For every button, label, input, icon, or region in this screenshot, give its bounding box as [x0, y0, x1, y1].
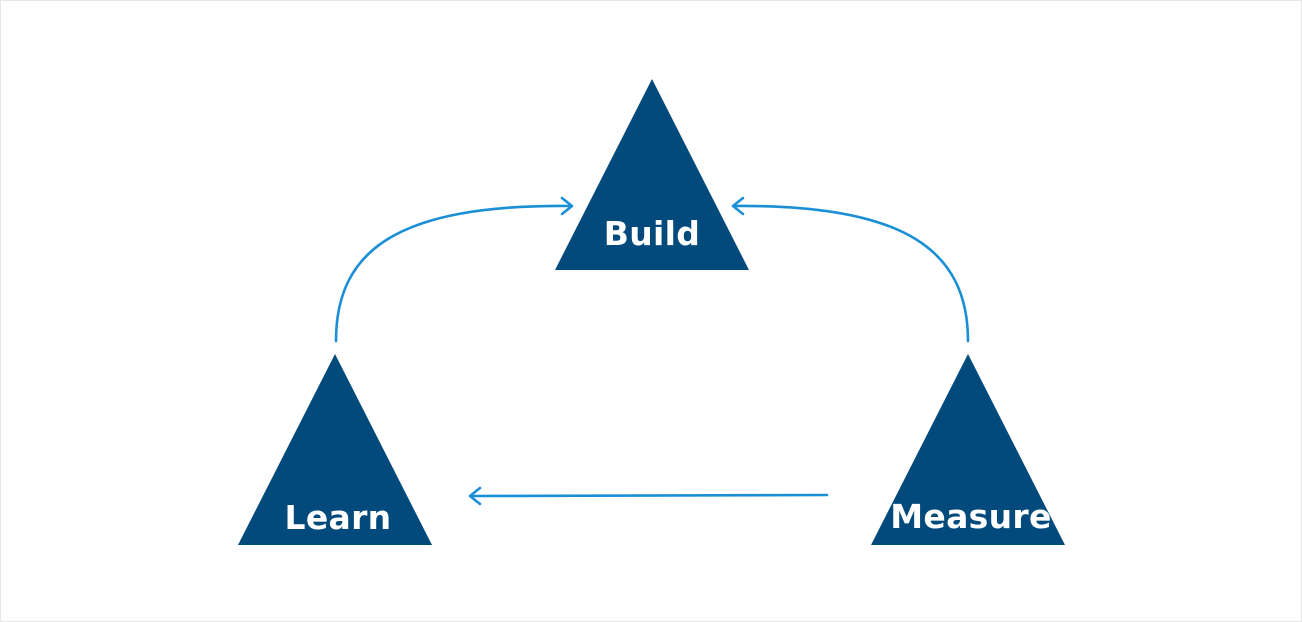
- learn-triangle: [238, 354, 432, 545]
- learn-label: Learn: [285, 498, 392, 537]
- arrow-learn-to-build-head: [560, 196, 574, 216]
- learn-node: Learn: [238, 354, 432, 545]
- arrow-measure-to-build-head: [731, 196, 745, 216]
- measure-triangle: [871, 354, 1065, 545]
- arrow-learn-to-build: [334, 196, 574, 343]
- arrow-measure-to-build: [731, 196, 970, 343]
- arrow-learn-to-build-line: [334, 204, 573, 343]
- build-triangle: [555, 79, 749, 270]
- arrow-measure-to-learn-head: [468, 486, 482, 506]
- measure-node: Measure: [871, 354, 1065, 545]
- build-node: Build: [555, 79, 749, 270]
- arrow-measure-to-learn: [468, 486, 829, 506]
- build-label: Build: [604, 214, 700, 253]
- arrow-measure-to-learn-line: [469, 493, 829, 498]
- measure-label: Measure: [890, 497, 1051, 536]
- arrow-measure-to-build-line: [732, 204, 970, 343]
